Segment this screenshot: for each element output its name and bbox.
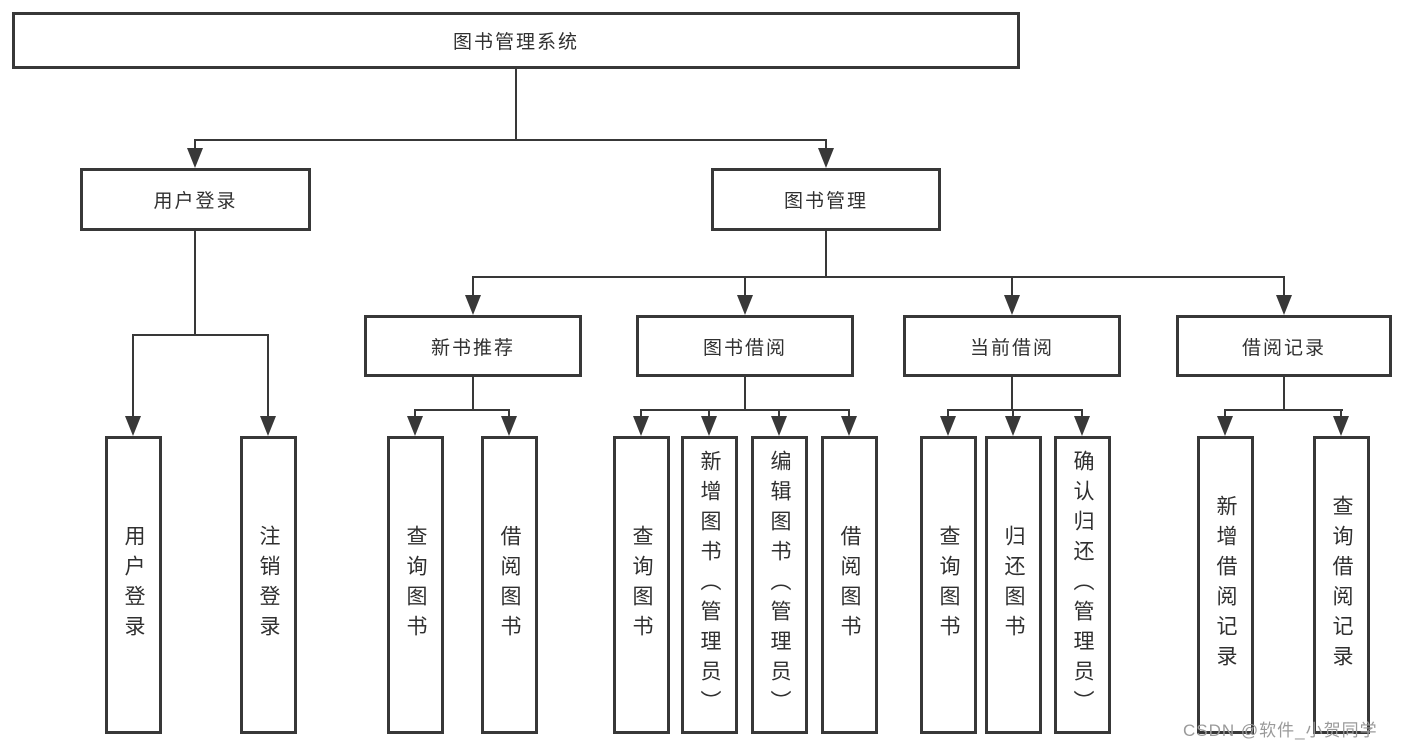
arrowhead-down — [771, 416, 787, 436]
leaf-borrow-books: 借阅图书 — [821, 436, 878, 734]
connector-line — [778, 409, 780, 420]
node-user-login: 用户登录 — [80, 168, 311, 231]
leaf-query-books-borrowing: 查询图书 — [613, 436, 670, 734]
leaf-borrow-books-recommend: 借阅图书 — [481, 436, 538, 734]
leaf-add-borrow-record: 新增借阅记录 — [1197, 436, 1254, 734]
connector-level2-rail — [194, 139, 827, 141]
arrowhead-down — [501, 416, 517, 436]
node-label: 用户登录 — [153, 191, 238, 212]
node-label: 查询图书 — [404, 525, 427, 645]
node-label: 查询图书 — [937, 525, 960, 645]
node-label: 借阅图书 — [498, 525, 521, 645]
connector-line — [1011, 276, 1013, 299]
node-label: 当前借阅 — [969, 337, 1054, 359]
connector-line — [1081, 409, 1083, 420]
arrowhead-down — [701, 416, 717, 436]
connector-line — [472, 276, 474, 299]
connector-stem — [1283, 377, 1285, 410]
node-label: 图书管理 — [783, 191, 868, 212]
connector-line — [1224, 409, 1226, 420]
connector-line — [708, 409, 710, 420]
connector-rail — [1224, 409, 1343, 411]
arrowhead-down — [737, 295, 753, 315]
connector-line — [1283, 276, 1285, 299]
connector-line — [132, 334, 134, 420]
node-label: 用户登录 — [122, 525, 145, 645]
leaf-return-books: 归还图书 — [985, 436, 1042, 734]
connector-line — [744, 276, 746, 299]
arrowhead-down — [1276, 295, 1292, 315]
connector-line — [825, 139, 827, 152]
connector-rail — [947, 409, 1083, 411]
connector-root-stem — [515, 69, 517, 139]
node-book-management: 图书管理 — [711, 168, 941, 231]
node-label: 图书借阅 — [702, 337, 787, 359]
arrowhead-down — [818, 148, 834, 168]
connector-rail — [640, 409, 850, 411]
connector-line — [947, 409, 949, 420]
arrowhead-down — [1005, 416, 1021, 436]
node-borrowing-records: 借阅记录 — [1176, 315, 1392, 377]
arrowhead-down — [465, 295, 481, 315]
leaf-query-books-current: 查询图书 — [920, 436, 977, 734]
arrowhead-down — [187, 148, 203, 168]
connector-line — [414, 409, 416, 420]
connector-user-login-rail — [132, 334, 269, 336]
arrowhead-down — [407, 416, 423, 436]
connector-stem — [744, 377, 746, 410]
leaf-logout: 注销登录 — [240, 436, 297, 734]
connector-line — [1012, 409, 1014, 420]
leaf-confirm-return-admin: 确认归还（管理员） — [1054, 436, 1111, 734]
leaf-user-login: 用户登录 — [105, 436, 162, 734]
connector-stem — [472, 377, 474, 410]
arrowhead-down — [1074, 416, 1090, 436]
node-label: 新增图书（管理员） — [698, 450, 721, 720]
arrowhead-down — [841, 416, 857, 436]
arrowhead-down — [1217, 416, 1233, 436]
node-library-system: 图书管理系统 — [12, 12, 1020, 69]
node-label: 图书管理系统 — [452, 32, 579, 53]
connector-rail — [414, 409, 510, 411]
node-label: 新书推荐 — [430, 337, 515, 359]
node-label: 归还图书 — [1002, 525, 1025, 645]
node-label: 借阅图书 — [838, 525, 861, 645]
node-label: 确认归还（管理员） — [1071, 450, 1094, 720]
node-book-borrowing: 图书借阅 — [636, 315, 854, 377]
node-label: 查询借阅记录 — [1330, 495, 1353, 675]
connector-line — [267, 334, 269, 420]
connector-stem — [1011, 377, 1013, 410]
node-label: 注销登录 — [257, 525, 280, 645]
node-current-borrowing: 当前借阅 — [903, 315, 1121, 377]
csdn-watermark: CSDN @软件_小贺同学 — [1183, 721, 1378, 740]
connector-user-login-stem — [194, 231, 196, 335]
connector-book-mgmt-stem — [825, 231, 827, 277]
connector-line — [1340, 409, 1342, 420]
node-new-book-recommend: 新书推荐 — [364, 315, 582, 377]
leaf-query-borrow-record: 查询借阅记录 — [1313, 436, 1370, 734]
node-label: 新增借阅记录 — [1214, 495, 1237, 675]
leaf-query-books-recommend: 查询图书 — [387, 436, 444, 734]
connector-line — [194, 139, 196, 152]
arrowhead-down — [260, 416, 276, 436]
arrowhead-down — [125, 416, 141, 436]
leaf-add-books-admin: 新增图书（管理员） — [681, 436, 738, 734]
node-label: 编辑图书（管理员） — [768, 450, 791, 720]
leaf-edit-books-admin: 编辑图书（管理员） — [751, 436, 808, 734]
arrowhead-down — [940, 416, 956, 436]
arrowhead-down — [633, 416, 649, 436]
connector-line — [640, 409, 642, 420]
node-label: 借阅记录 — [1241, 337, 1326, 359]
connector-line — [508, 409, 510, 420]
connector-level3-rail — [472, 276, 1285, 278]
arrowhead-down — [1333, 416, 1349, 436]
node-label: 查询图书 — [630, 525, 653, 645]
connector-line — [848, 409, 850, 420]
arrowhead-down — [1004, 295, 1020, 315]
